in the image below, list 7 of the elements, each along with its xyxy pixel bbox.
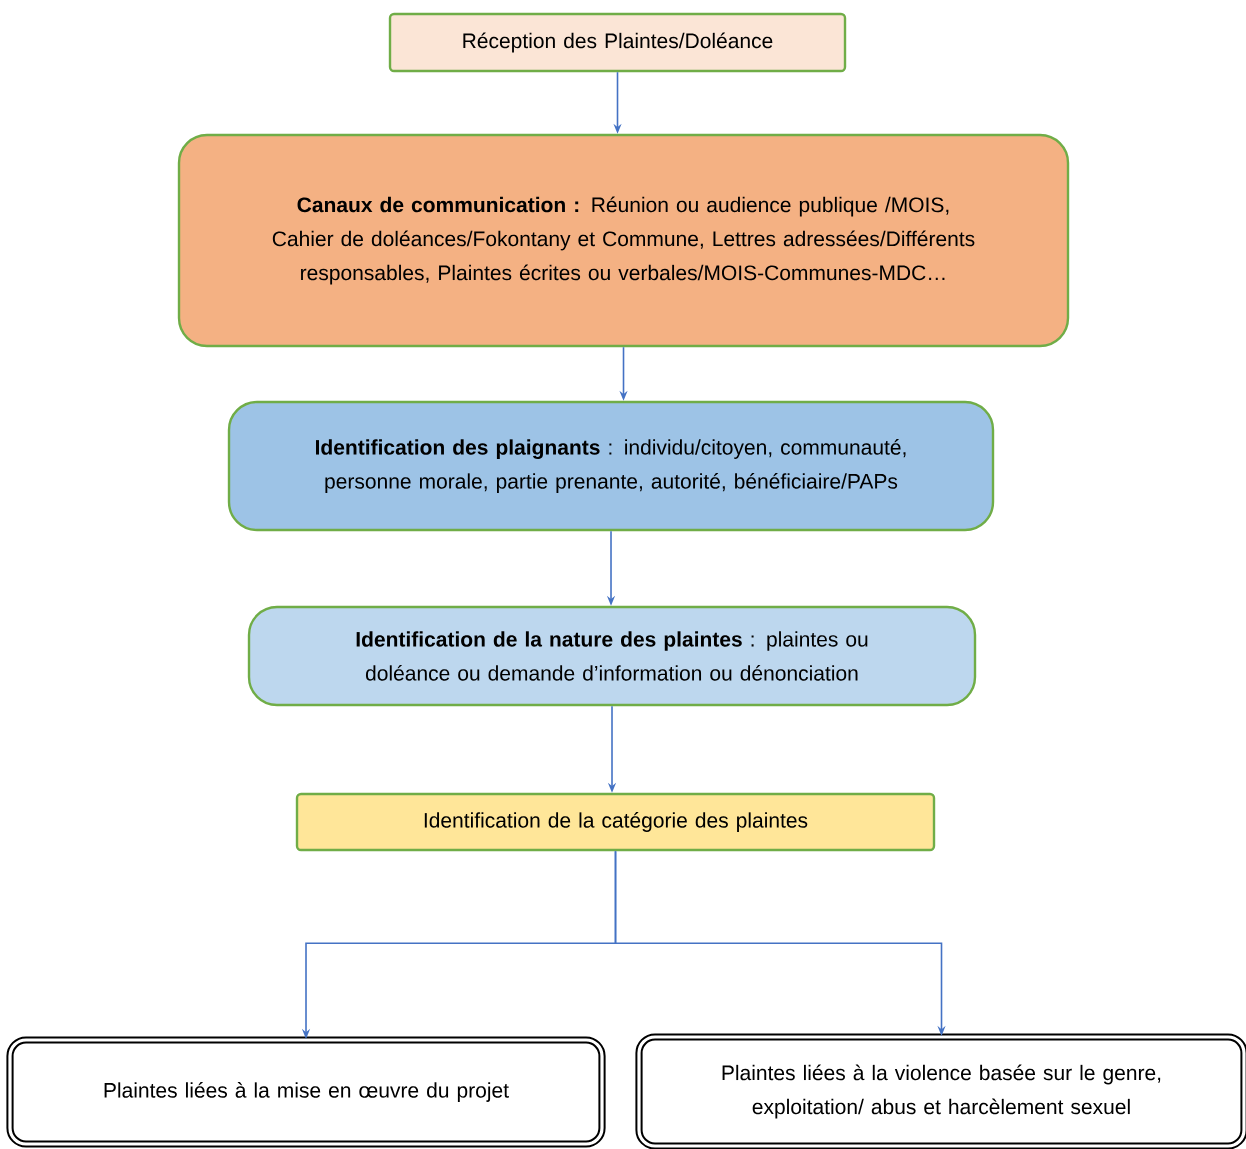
process-box: Canaux de communication : Réunion ou audience publique /MOIS, Cahier de doléances/Fokontany et Commune, Lettres adressées/Différents responsables, Plaintes écrites ou verbales/MOIS-Communes-MDC… <box>177 133 1070 348</box>
process-box: Plaintes liées à la mise en œuvre du projet <box>6 1036 606 1148</box>
process-box: Identification de la nature des plaintes : plaintes ou doléance ou demande d’information ou dénonciation <box>247 605 977 707</box>
process-box: Réception des Plaintes/Doléance <box>388 12 847 73</box>
process-box: Plaintes liées à la violence basée sur le genre, exploitation/ abus et harcèlement sexuel <box>635 1033 1246 1149</box>
process-box: Identification des plaignants : individu/citoyen, communauté, personne morale, partie prenante, autorité, bénéficiaire/PAPs <box>227 400 995 532</box>
process-box: Identification de la catégorie des plaintes <box>295 792 936 852</box>
